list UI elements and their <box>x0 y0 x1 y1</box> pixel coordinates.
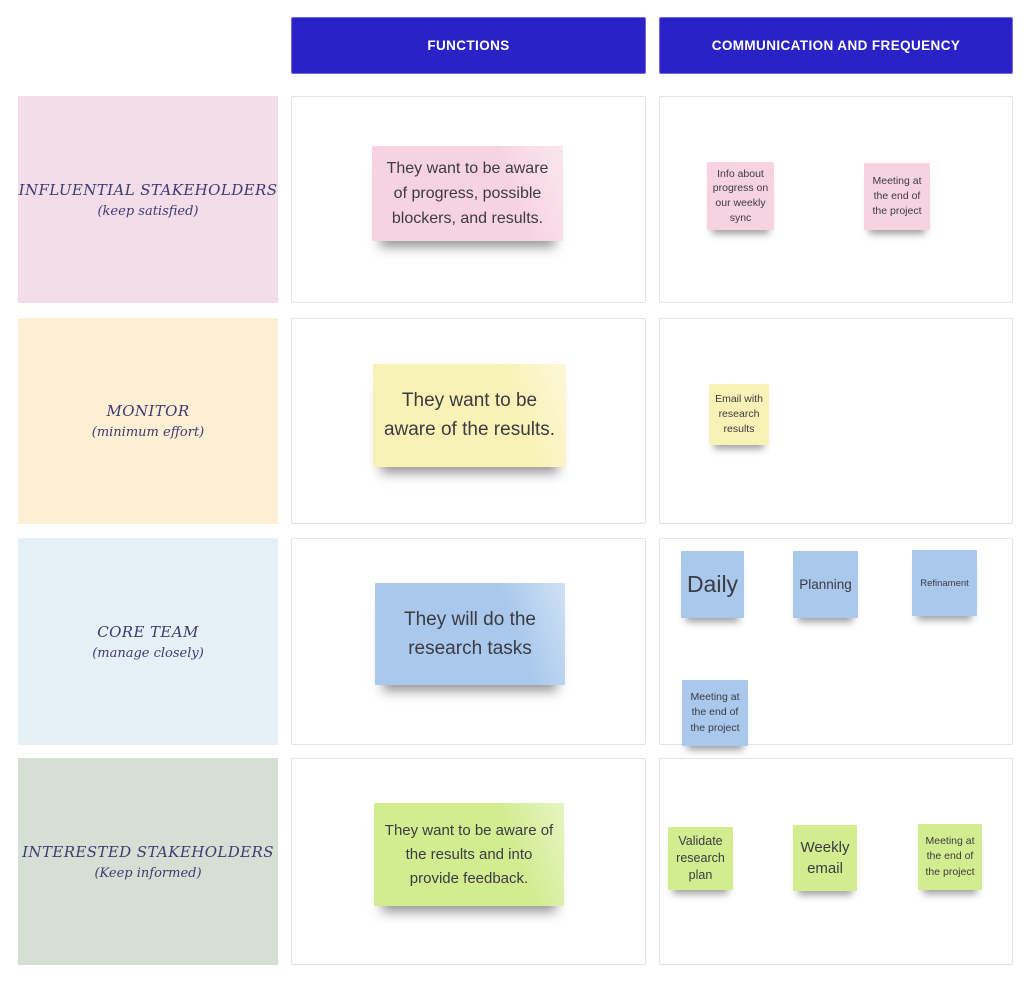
sticky-note-interested-functions[interactable]: They want to be aware of the results and… <box>374 803 564 906</box>
sticky-note-interested-comm-2[interactable]: Weekly email <box>793 825 857 891</box>
sticky-note-text: Refinament <box>920 577 969 589</box>
sticky-note-text: Email with research results <box>715 393 763 435</box>
sticky-note-text: Daily <box>686 571 739 597</box>
sticky-note-text: Planning <box>799 577 852 592</box>
sticky-note-text: Meeting at the end of the project <box>925 835 975 878</box>
sticky-note-monitor-comm-1[interactable]: Email with research results <box>709 384 769 445</box>
row-label-title: INFLUENTIAL STAKEHOLDERS <box>18 180 278 199</box>
column-header-functions-label: FUNCTIONS <box>427 38 510 53</box>
row-label-subtitle: (minimum effort) <box>91 425 205 440</box>
row-label-influential-stakeholders[interactable]: INFLUENTIAL STAKEHOLDERS (keep satisfied… <box>18 96 278 303</box>
row-label-subtitle: (Keep informed) <box>94 865 202 881</box>
sticky-note-core-team-comm-4[interactable]: Meeting at the end of the project <box>682 680 748 746</box>
sticky-note-text: Meeting at the end of the project <box>690 691 740 734</box>
sticky-note-text: Validate research plan <box>676 834 725 882</box>
sticky-note-interested-comm-3[interactable]: Meeting at the end of the project <box>918 824 982 890</box>
sticky-note-text: They will do the research tasks <box>403 608 536 659</box>
sticky-note-monitor-functions[interactable]: They want to be aware of the results. <box>373 364 566 467</box>
column-header-communication-label: COMMUNICATION AND FREQUENCY <box>711 38 961 53</box>
sticky-note-core-team-comm-3[interactable]: Refinament <box>912 550 977 616</box>
row-label-title: CORE TEAM <box>97 622 199 641</box>
row-label-subtitle: (manage closely) <box>92 645 204 661</box>
sticky-note-text: Meeting at the end of the project <box>872 174 922 218</box>
sticky-note-interested-comm-1[interactable]: Validate research plan <box>668 827 733 890</box>
row-label-monitor[interactable]: MONITOR (minimum effort) <box>18 318 278 524</box>
row-label-title: INTERESTED STAKEHOLDERS <box>22 842 274 861</box>
row-label-subtitle: (keep satisfied) <box>97 203 199 219</box>
sticky-note-core-team-comm-2[interactable]: Planning <box>793 551 858 618</box>
sticky-note-text: Weekly email <box>800 839 850 877</box>
sticky-note-text: They want to be aware of progress, possi… <box>386 159 549 228</box>
sticky-note-core-team-comm-1[interactable]: Daily <box>681 551 744 618</box>
sticky-note-influential-functions[interactable]: They want to be aware of progress, possi… <box>372 146 563 241</box>
sticky-note-text: They want to be aware of the results and… <box>384 821 554 887</box>
row-label-core-team[interactable]: CORE TEAM (manage closely) <box>18 538 278 745</box>
sticky-note-core-team-functions[interactable]: They will do the research tasks <box>375 583 565 685</box>
sticky-note-text: Info about progress on our weekly sync <box>712 167 769 224</box>
row-label-interested-stakeholders[interactable]: INTERESTED STAKEHOLDERS (Keep informed) <box>18 758 278 965</box>
sticky-note-influential-comm-2[interactable]: Meeting at the end of the project <box>864 163 930 230</box>
sticky-note-influential-comm-1[interactable]: Info about progress on our weekly sync <box>707 162 774 230</box>
column-header-communication[interactable]: COMMUNICATION AND FREQUENCY <box>659 17 1013 74</box>
column-header-functions[interactable]: FUNCTIONS <box>291 17 646 74</box>
sticky-note-text: They want to be aware of the results. <box>383 389 556 440</box>
row-label-title: MONITOR <box>106 402 190 420</box>
